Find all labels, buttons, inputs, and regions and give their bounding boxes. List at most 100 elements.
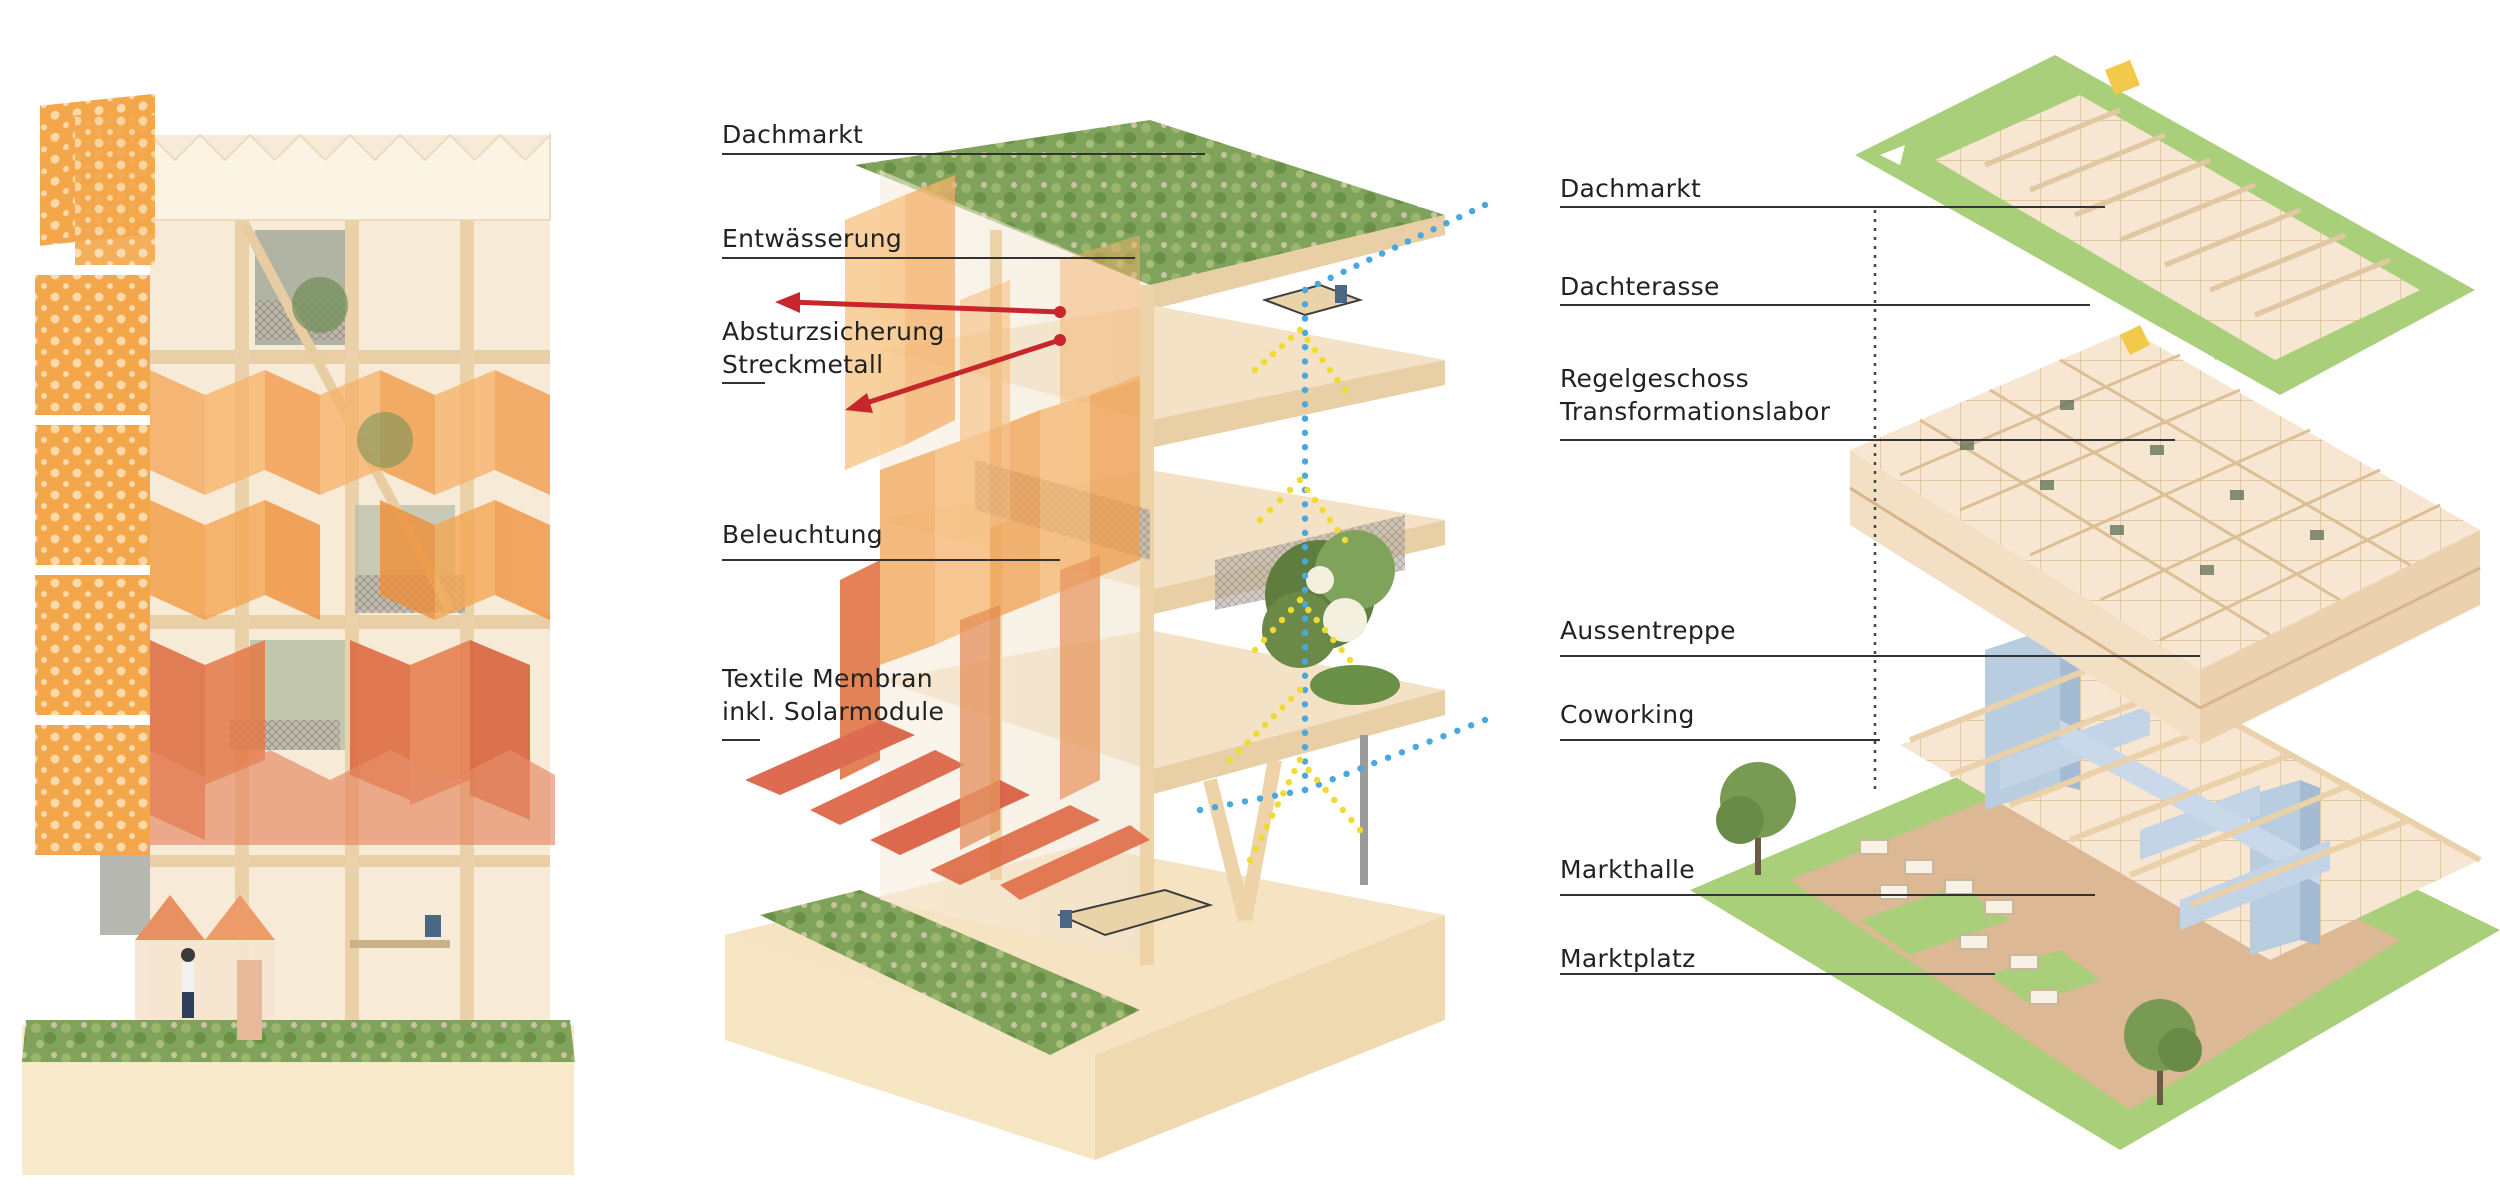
center-desk-bottom: [1056, 888, 1214, 937]
dot: [1412, 743, 1419, 751]
label-dachmarkt-right: Dachmarkt: [1560, 174, 1702, 203]
dot: [1319, 356, 1326, 364]
right-tree-1: [1716, 762, 1796, 875]
dot: [1286, 486, 1294, 494]
center-chair-top: [1335, 285, 1347, 303]
dot: [1338, 646, 1345, 654]
left-person: [181, 948, 195, 1018]
dot: [1278, 342, 1286, 350]
center-slab-4: [855, 120, 1445, 285]
dot: [1313, 776, 1321, 784]
right-roof-market-stands: [1984, 107, 2391, 318]
label-transformationslabor: Transformationslabor: [1560, 397, 1831, 426]
dot: [1276, 496, 1284, 504]
dot: [1301, 443, 1309, 451]
dot: [1301, 358, 1309, 365]
left-chair: [425, 915, 441, 937]
dot: [1301, 672, 1309, 679]
dot: [1269, 350, 1277, 358]
center-axonometric: [725, 120, 1489, 1160]
dot: [1343, 770, 1350, 778]
dot: [1301, 715, 1309, 722]
dot: [1296, 596, 1304, 604]
dot: [1301, 786, 1309, 794]
center-column-1: [1140, 285, 1154, 965]
dot: [1430, 226, 1437, 233]
dot: [1467, 722, 1475, 729]
dot: [1301, 329, 1309, 337]
right-regel-top: [1850, 330, 2480, 670]
dot: [1322, 786, 1329, 794]
right-roof-white-triangles: [1880, 145, 2420, 365]
dot: [1301, 558, 1309, 565]
dot: [1301, 543, 1309, 551]
dot: [1301, 458, 1309, 465]
dot: [1256, 516, 1264, 524]
center-sunshade-fins: [845, 175, 1140, 665]
dot: [1301, 686, 1309, 694]
dot: [1341, 386, 1349, 394]
dot: [1340, 268, 1347, 275]
center-textile-membranes: [745, 555, 1150, 900]
left-sawtooth-roof: [149, 132, 551, 221]
dot: [1330, 636, 1337, 644]
dot: [1481, 716, 1489, 724]
dot: [1296, 476, 1304, 484]
center-drainage-dots: [1196, 201, 1489, 814]
dot: [1305, 766, 1312, 774]
center-red-arrows: [775, 292, 1066, 413]
dot: [1378, 250, 1386, 257]
dot: [1468, 207, 1476, 215]
left-tree-2: [357, 412, 413, 468]
label-dachmarkt-center: Dachmarkt: [722, 120, 864, 149]
dot: [1226, 801, 1234, 808]
dot: [1253, 730, 1260, 737]
dot: [1260, 358, 1268, 366]
dot: [1481, 201, 1489, 209]
dot: [1311, 346, 1319, 354]
left-kiosk: [135, 895, 275, 1040]
center-light-dots: [1226, 326, 1364, 864]
dot: [1241, 798, 1249, 805]
dot: [1384, 754, 1392, 761]
dot: [1311, 496, 1319, 504]
left-column-2: [345, 220, 359, 1020]
dot: [1280, 790, 1287, 797]
dot: [1301, 586, 1309, 594]
right-tree-2: [2124, 999, 2202, 1105]
dot: [1269, 626, 1277, 634]
label-entwasserung: Entwässerung: [722, 224, 903, 253]
dot: [1454, 727, 1461, 734]
dot: [1287, 606, 1295, 614]
center-base-right: [1095, 915, 1445, 1160]
dot: [1301, 758, 1309, 765]
dot: [1301, 601, 1309, 608]
dot: [1291, 767, 1298, 775]
right-lawn-patch-2: [1990, 950, 2100, 1005]
right-ground-plaza: [1790, 770, 2400, 1110]
right-lawn-patch: [1860, 885, 2010, 955]
dot: [1301, 643, 1309, 651]
dot: [1266, 506, 1274, 514]
dot: [1251, 366, 1259, 374]
label-inkl-solarmodule: inkl. Solarmodule: [722, 697, 945, 726]
left-screens-orange-row: [150, 370, 550, 620]
dot: [1339, 806, 1347, 814]
dot: [1271, 792, 1279, 799]
dot: [1274, 801, 1281, 808]
center-leader-lines: [722, 153, 1205, 741]
left-perforated-panels: [35, 93, 155, 855]
center-slab-4-edge: [1150, 215, 1445, 310]
dot: [1404, 238, 1412, 245]
label-coworking: Coworking: [1560, 700, 1695, 729]
center-slab-1-edge: [1150, 690, 1445, 795]
center-v-strut-a: [1203, 778, 1252, 922]
dot: [1257, 834, 1265, 841]
dot: [1261, 721, 1269, 729]
right-leader-lines: [1560, 206, 2200, 975]
dot: [1366, 256, 1373, 263]
dot: [1301, 572, 1309, 579]
dot: [1278, 616, 1286, 624]
dot: [1353, 262, 1360, 269]
label-dachterasse: Dachterasse: [1560, 272, 1720, 301]
